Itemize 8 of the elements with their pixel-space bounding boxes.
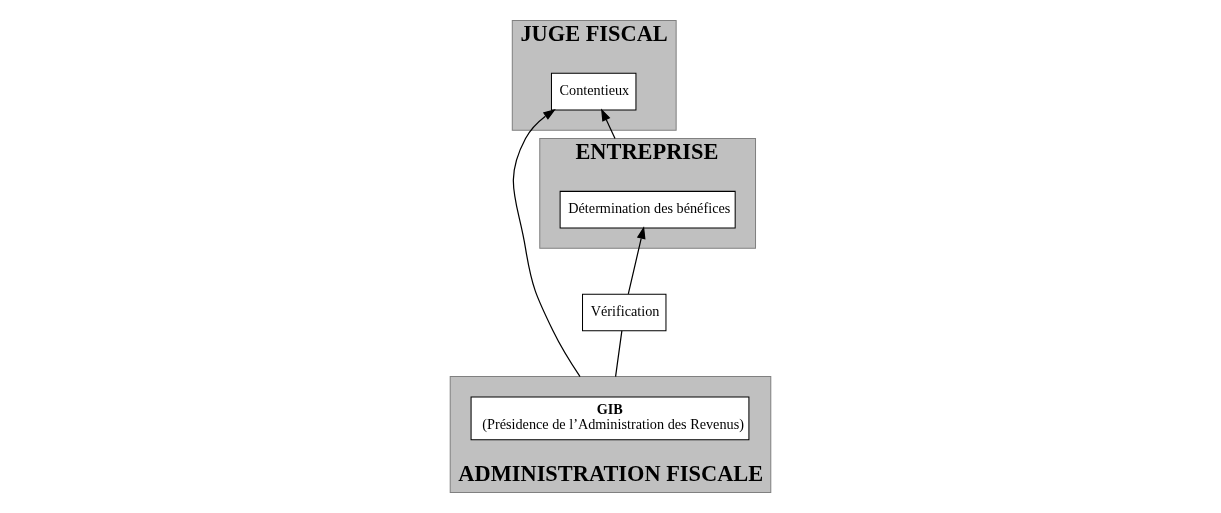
arrow (601, 108, 616, 140)
arrow (512, 108, 581, 378)
node-box: Vérification (582, 293, 667, 332)
connector (614, 330, 623, 378)
node-box: Contentieux (550, 72, 637, 111)
arrow (627, 226, 646, 295)
node-box: Détermination des bénéfices (559, 190, 736, 229)
node-box: GIB (Présidence de l’Administration des Revenus) (470, 396, 750, 441)
